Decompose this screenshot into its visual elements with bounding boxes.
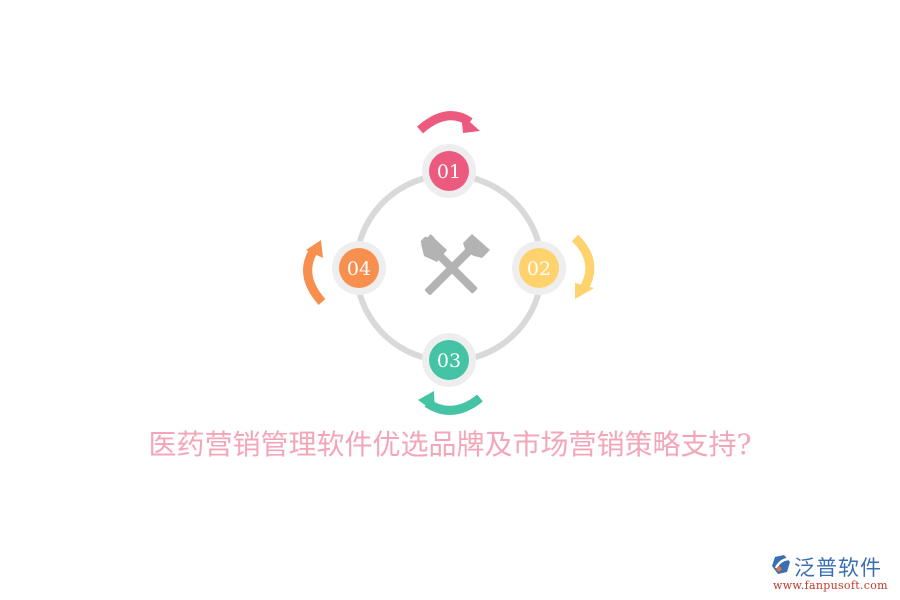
step-label: 03 bbox=[437, 350, 461, 372]
logo-url: www.fanpusoft.com bbox=[773, 579, 888, 592]
logo-name: 泛普软件 bbox=[794, 556, 882, 580]
step-node-03: 03 bbox=[422, 333, 476, 387]
step-node-01: 01 bbox=[422, 144, 476, 198]
logo-mark-icon bbox=[772, 555, 790, 574]
step-node-02: 02 bbox=[512, 241, 566, 295]
arrow-step1-icon bbox=[417, 111, 480, 134]
arrow-step3-icon bbox=[418, 391, 483, 415]
step-label: 02 bbox=[527, 258, 551, 280]
page-title: 医药营销管理软件优选品牌及市场营销策略支持? bbox=[148, 428, 752, 461]
arrow-step2-icon bbox=[571, 234, 595, 299]
step-label: 04 bbox=[347, 258, 371, 280]
brand-logo: 泛普软件 www.fanpusoft.com bbox=[770, 552, 895, 597]
arrow-step4-icon bbox=[303, 240, 326, 305]
hammer-crossed-icon bbox=[420, 234, 490, 295]
step-node-04: 04 bbox=[332, 241, 386, 295]
step-label: 01 bbox=[437, 161, 461, 183]
